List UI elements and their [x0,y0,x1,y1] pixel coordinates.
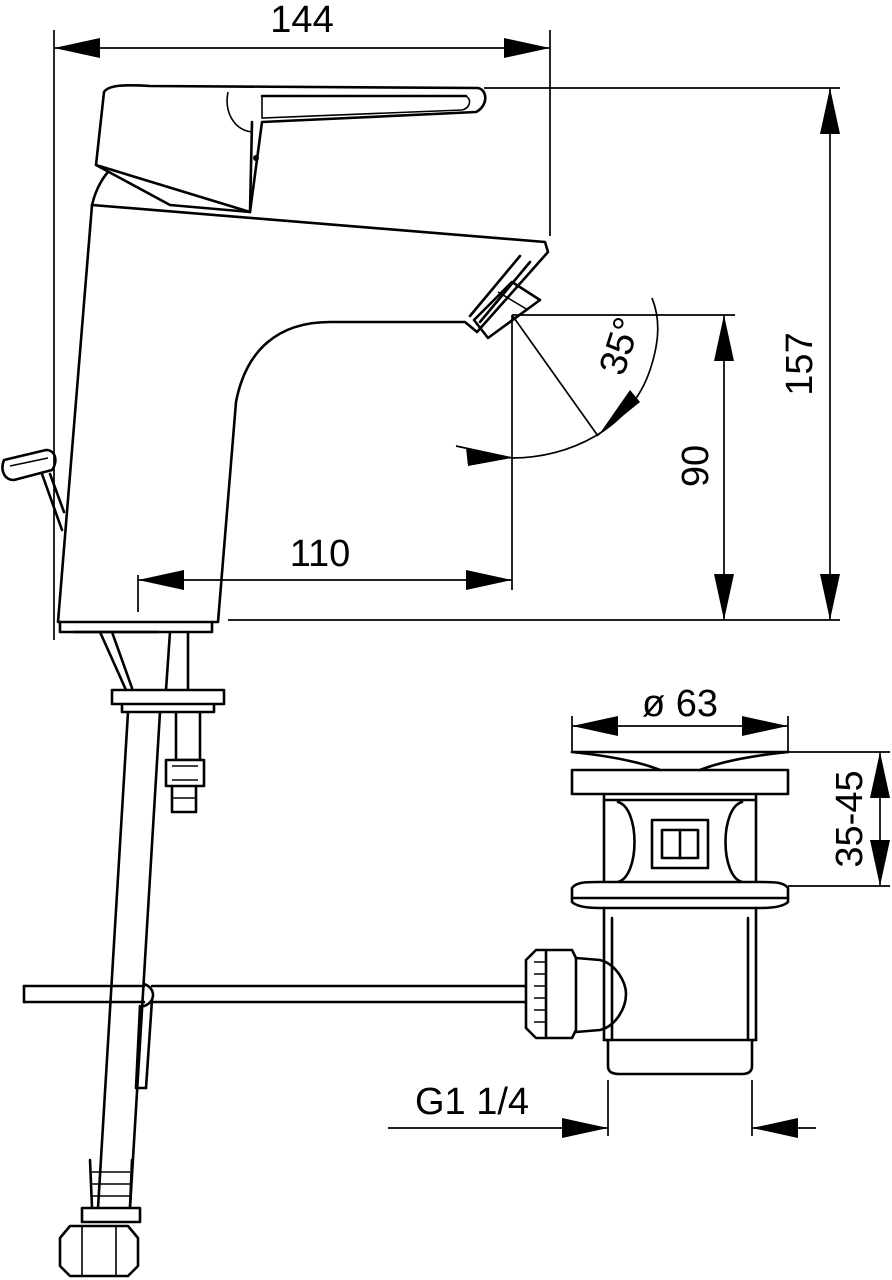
faucet-body [56,166,550,634]
popup-rod [1,448,66,532]
lever-handle [94,83,487,214]
waste-fitting [150,750,790,1076]
dim-waste-height-range: 35-45 [829,770,871,867]
dim-waste-diameter: ø 63 [642,683,718,725]
dim-thread: G1 1/4 [415,1081,529,1123]
supply-hose [22,630,226,1278]
dim-spout-height: 90 [675,445,717,487]
dim-width-top: 144 [270,0,333,41]
dimension-lines [53,30,890,1138]
dim-height-total: 157 [779,332,821,395]
dim-spout-angle: 35° [592,312,650,380]
dim-spout-reach: 110 [290,533,351,575]
